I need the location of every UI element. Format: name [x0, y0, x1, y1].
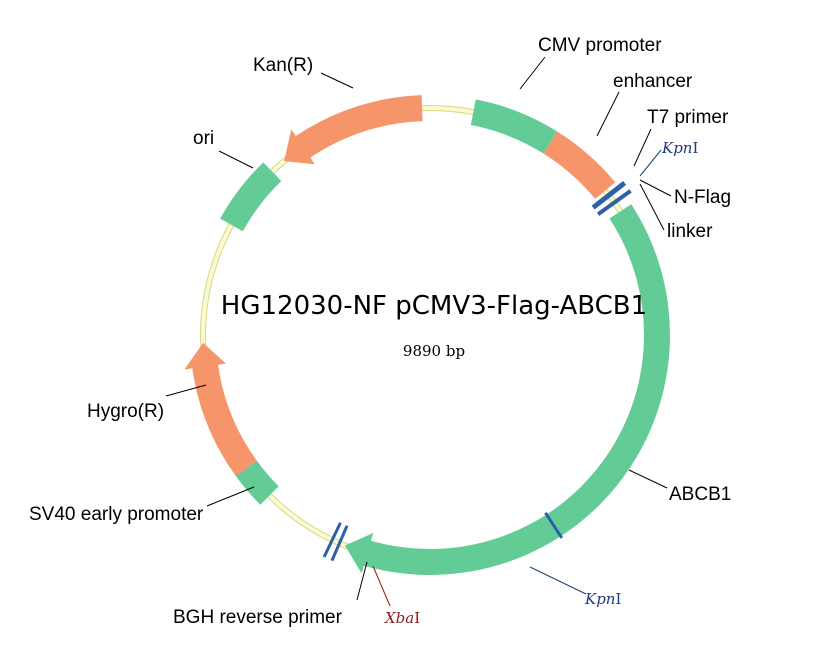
- leader-xba1: [372, 565, 391, 607]
- kpn1-bottom-suffix: I: [615, 590, 621, 608]
- ori-arc: [220, 162, 282, 232]
- enhancer-arc: [543, 131, 616, 199]
- label-linker: linker: [667, 221, 713, 242]
- leader-t7-primer: [633, 128, 652, 167]
- kpn1-top-mark: [591, 180, 627, 210]
- xba1-italic: Xba: [384, 609, 414, 627]
- cmv-promoter-arc: [470, 99, 558, 154]
- bgh-reverse-primer-mark: [330, 525, 349, 562]
- sv40-early-promoter-arc: [235, 460, 279, 505]
- kpn1-top-italic: Kpn: [661, 139, 692, 157]
- leader-linker: [639, 183, 665, 231]
- kan-arrow: [284, 95, 423, 165]
- leader-kpn1-bottom: [529, 566, 587, 595]
- label-kpn1-bottom: KpnI: [584, 590, 621, 608]
- label-t7-primer: T7 primer: [647, 107, 729, 128]
- leader-abcb1: [628, 469, 668, 489]
- leader-hygro: [165, 384, 207, 397]
- plasmid-size: 9890 bp: [403, 342, 465, 360]
- plasmid-title: HG12030-NF pCMV3-Flag-ABCB1: [221, 291, 647, 321]
- label-abcb1: ABCB1: [669, 484, 731, 505]
- abcb1-arrow: [344, 204, 670, 575]
- leader-kpn1-top: [639, 149, 662, 177]
- kpn1-top-suffix: I: [692, 139, 698, 157]
- leader-sv40-early-promoter: [206, 486, 255, 507]
- label-kpn1-top: KpnI: [661, 139, 698, 157]
- hygro-arrow: [184, 342, 257, 477]
- restriction-sites-group: [322, 180, 632, 562]
- label-kan: Kan(R): [253, 55, 313, 76]
- leader-ori: [218, 150, 254, 169]
- leader-bgh-reverse-primer: [356, 561, 368, 601]
- leader-cmv-promoter: [519, 56, 546, 90]
- label-n-flag: N-Flag: [674, 187, 731, 208]
- feature-arcs-group: [184, 95, 670, 575]
- label-cmv-promoter: CMV promoter: [538, 35, 662, 56]
- label-xba1: XbaI: [384, 609, 420, 627]
- xba1-suffix: I: [414, 609, 420, 627]
- label-hygro: Hygro(R): [87, 401, 164, 422]
- leader-n-flag: [639, 179, 672, 197]
- kpn1-bottom-italic: Kpn: [584, 590, 615, 608]
- leader-enhancer: [596, 91, 620, 137]
- label-sv40-early-promoter: SV40 early promoter: [29, 504, 204, 525]
- n-flag-mark: [596, 189, 632, 216]
- leader-lines-group: [165, 56, 672, 607]
- label-ori: ori: [193, 128, 214, 149]
- kpn1-bottom-mark: [544, 511, 564, 539]
- xba1-mark: [322, 522, 342, 558]
- leader-kan: [320, 72, 354, 89]
- label-enhancer: enhancer: [613, 71, 693, 92]
- label-bgh-reverse-primer: BGH reverse primer: [173, 607, 343, 628]
